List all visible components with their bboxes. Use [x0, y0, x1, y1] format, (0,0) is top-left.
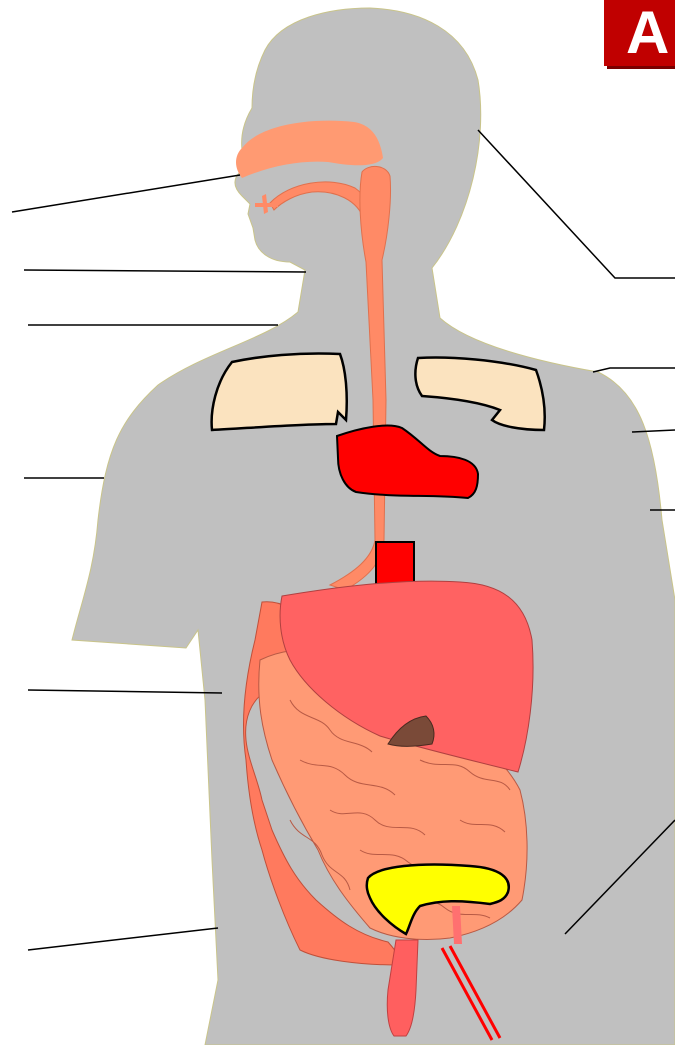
leader-line-nose — [12, 175, 240, 212]
leader-line-mouth — [24, 270, 306, 272]
leader-line-liver — [28, 690, 222, 693]
section-badge: A — [604, 0, 675, 66]
leader-line-trachea — [593, 368, 675, 372]
lips — [255, 203, 278, 207]
leader-line-colon — [28, 928, 218, 950]
leader-line-brain — [478, 130, 675, 278]
left-lung — [212, 353, 347, 430]
